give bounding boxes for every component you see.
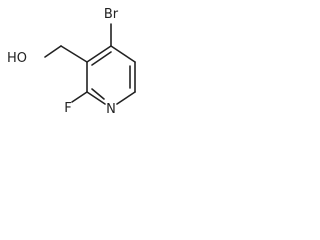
bond-c3-ch2 [60, 45, 88, 63]
bond-ch2-o [44, 45, 62, 58]
bond-c6-n1 [116, 91, 136, 105]
bond-c4-c5 [110, 45, 136, 63]
nitrogen-label: N [106, 102, 116, 117]
bond-c3-c4-inner [91, 51, 112, 66]
bromine-label: Br [104, 7, 119, 22]
bond-n1-c2-inner [91, 88, 105, 100]
bond-c2-f [71, 91, 88, 103]
atom-labels: Br HO F N [7, 7, 119, 117]
ring-bonds [86, 45, 136, 105]
molecule-drawing: Br HO F N [7, 7, 136, 117]
bond-c3-c4 [86, 45, 112, 63]
structure-diagram: Br HO F N [0, 0, 160, 138]
bond-n1-c2 [86, 91, 106, 105]
fluorine-label: F [64, 101, 71, 116]
hydroxyl-label: HO [7, 51, 27, 66]
substituent-bonds [44, 23, 112, 103]
